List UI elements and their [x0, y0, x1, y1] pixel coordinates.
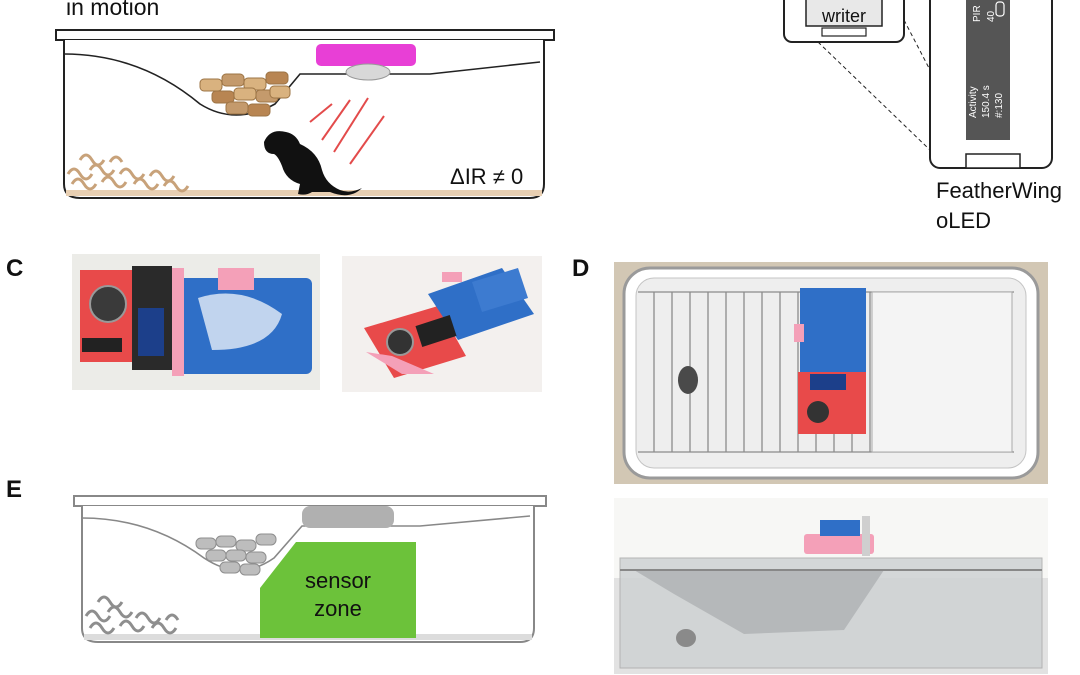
screen-activity-time: 150.4 s — [981, 85, 992, 118]
screen-count: #:130 — [994, 93, 1005, 118]
screen-pir-value: 40 — [986, 10, 997, 22]
featherwing-line2: oLED — [936, 208, 992, 233]
oled-screen — [966, 0, 1010, 140]
sensor-zone-area — [260, 542, 416, 638]
photo-cage-top — [614, 262, 1048, 484]
sensor-zone-line2: zone — [314, 596, 362, 621]
panel-label-c: C — [6, 255, 24, 282]
ir-ray-icon — [309, 97, 385, 165]
delta-ir-label: ΔIR ≠ 0 — [450, 164, 523, 189]
featherwing-line1: FeatherWing — [936, 178, 1062, 203]
photo-device-top-view — [72, 254, 320, 390]
cage-diagram-sensor-zone: sensor zone — [73, 495, 547, 643]
cage-diagram-motion: ΔIR ≠ 0 — [55, 29, 555, 199]
photo-cage-side — [614, 498, 1048, 674]
mouse-silhouette-icon — [264, 131, 362, 196]
device-diagram: writer PIR 40 Activity 150.4 s #:130 — [783, 0, 1053, 169]
screen-activity: Activity — [968, 86, 979, 118]
panel-b-heading: in motion — [66, 0, 160, 20]
screen-pir: PIR — [972, 5, 983, 22]
pir-sensor-magenta — [316, 44, 416, 66]
writer-label: writer — [821, 6, 866, 26]
featherwing-caption: FeatherWing oLED — [936, 176, 1062, 236]
panel-label-d: D — [572, 255, 590, 282]
panel-label-e: E — [6, 476, 23, 503]
bedding-pile — [66, 153, 190, 193]
food-pellets — [199, 71, 291, 117]
sensor-zone-line1: sensor — [305, 568, 371, 593]
photo-device-angle-view — [342, 256, 542, 392]
